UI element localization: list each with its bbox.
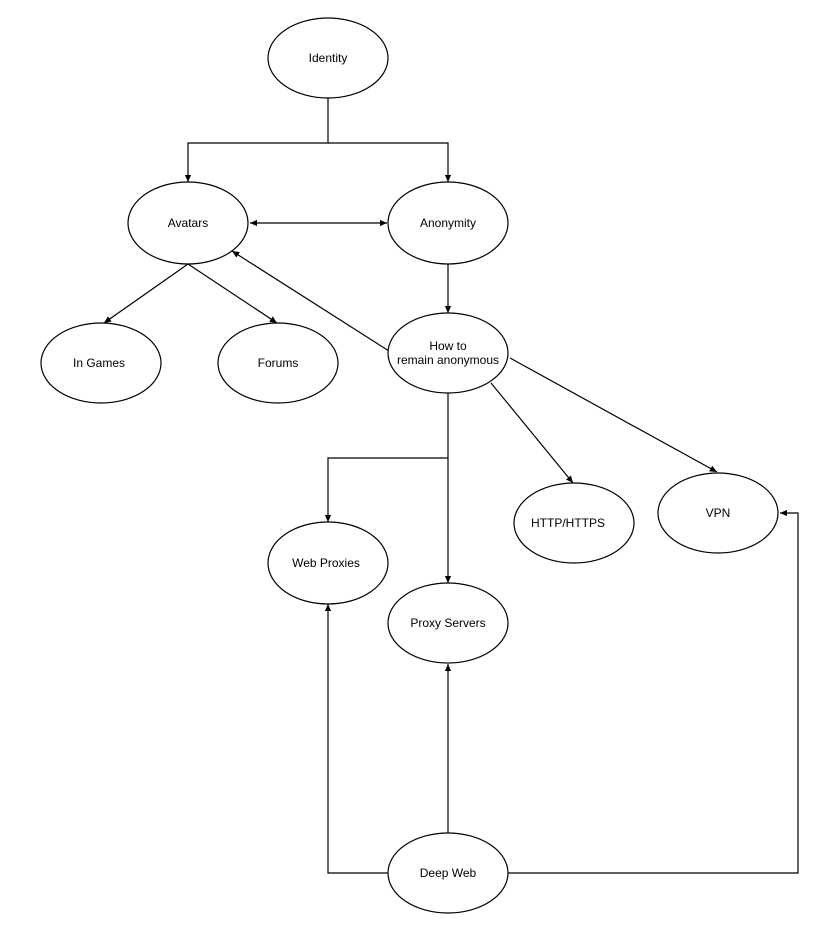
edge-deep-web-to-web-proxies [324, 604, 388, 874]
edges [103, 98, 799, 874]
node-avatars-label: Avatars [168, 216, 208, 230]
edge-how-to-to-vpn [509, 357, 718, 473]
node-identity: Identity [267, 17, 389, 99]
edge-avatars-to-forums [187, 263, 278, 324]
node-anonymity-label: Anonymity [420, 216, 476, 230]
node-in-games-label: In Games [73, 356, 125, 370]
node-http-https-label: HTTP/HTTPS [531, 516, 605, 530]
node-in-games: In Games [40, 322, 162, 404]
edge-identity-to-anonymity [328, 142, 452, 182]
edge-how-to-to-avatars [231, 250, 390, 352]
node-how-to-label-line2: remain anonymous [397, 353, 499, 367]
node-avatars: Avatars [127, 181, 249, 265]
edge-identity-to-avatars [184, 98, 329, 182]
node-vpn-label: VPN [706, 506, 731, 520]
node-deep-web-label: Deep Web [420, 866, 477, 880]
edge-avatars-to-in-games [103, 263, 189, 324]
node-http-https: HTTP/HTTPS [513, 482, 635, 564]
node-how-to-label-line1: How to [429, 339, 467, 353]
node-proxy-servers: Proxy Servers [387, 582, 509, 664]
node-identity-label: Identity [309, 51, 348, 65]
node-forums-label: Forums [258, 356, 299, 370]
node-vpn: VPN [657, 472, 779, 554]
node-deep-web: Deep Web [387, 832, 509, 914]
edge-how-to-to-web-proxies [324, 393, 449, 522]
node-proxy-servers-label: Proxy Servers [410, 616, 485, 630]
edge-how-to-to-http-https [490, 382, 574, 484]
node-how-to-remain-anonymous: How to remain anonymous [387, 312, 509, 394]
edge-deep-web-to-vpn [508, 509, 799, 874]
node-forums: Forums [217, 322, 339, 404]
node-anonymity: Anonymity [387, 181, 509, 265]
node-web-proxies: Web Proxies [267, 521, 389, 605]
node-web-proxies-label: Web Proxies [292, 556, 360, 570]
